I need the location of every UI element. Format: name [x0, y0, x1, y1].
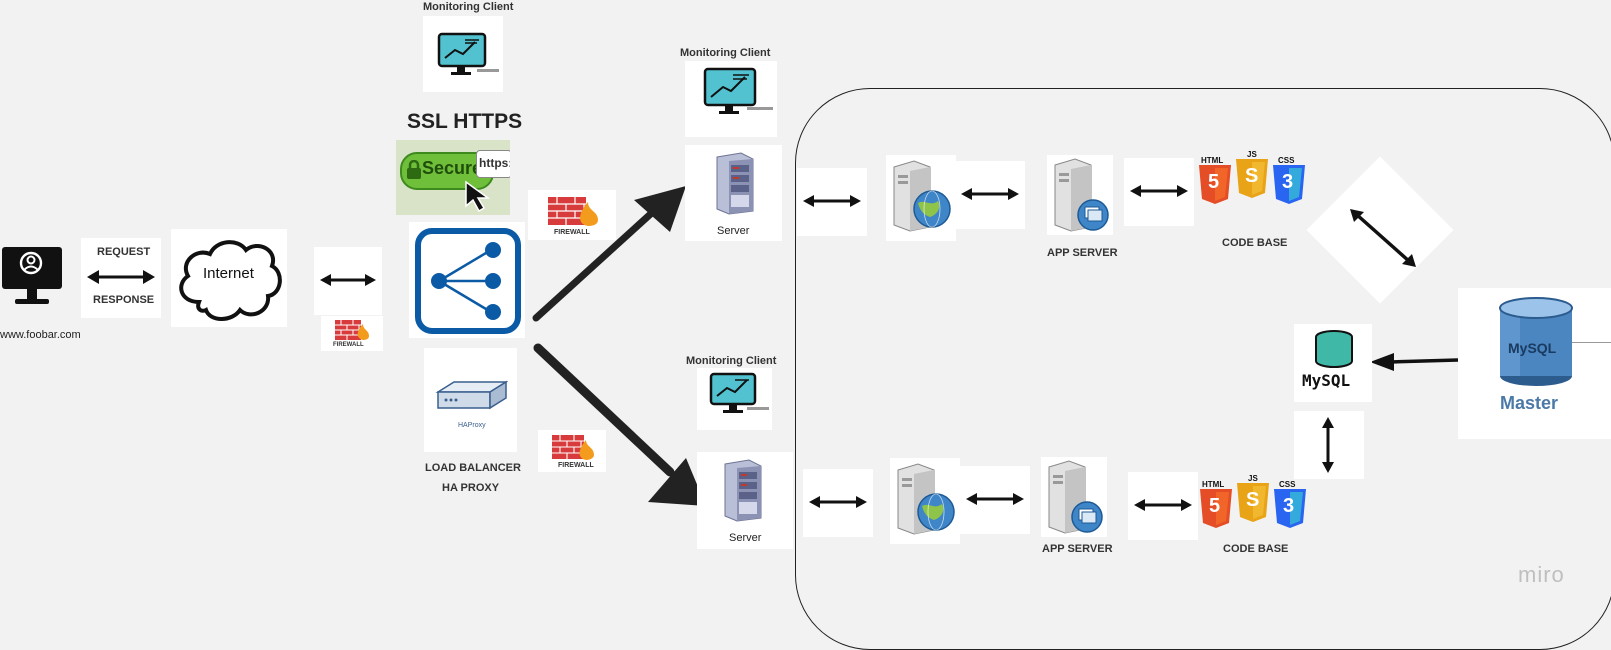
load-balancer-label: LOAD BALANCER: [425, 462, 521, 474]
web-server-globe-icon: [890, 159, 954, 233]
server-label: Server: [729, 532, 762, 544]
lock-icon: [406, 160, 422, 180]
master-logo-text: MySQL: [1508, 340, 1557, 356]
app-server-label: APP SERVER: [1042, 543, 1113, 555]
haproxy-device-icon: [434, 378, 508, 414]
master-label: Master: [1500, 393, 1559, 413]
bidirectional-arrow-icon: [1130, 184, 1188, 198]
connector-card: [803, 469, 873, 537]
connector-card: [314, 247, 382, 315]
code-base-label: CODE BASE: [1223, 543, 1289, 555]
connector-card: [960, 466, 1030, 534]
secure-text: Secure: [422, 158, 483, 178]
monitoring-client-card: [697, 368, 772, 430]
cloud-icon: [174, 232, 284, 324]
load-balancer-share-icon: [415, 228, 521, 334]
bidirectional-arrow-icon: [809, 495, 867, 509]
monitor-chart-icon: [709, 372, 769, 420]
bidirectional-arrow-icon: [1134, 498, 1192, 512]
server-label: Server: [717, 225, 750, 237]
bidirectional-arrow-icon: [966, 492, 1024, 506]
app-server-icon: [1045, 459, 1105, 535]
lb-to-server-2-arrow: [530, 340, 710, 510]
firewall-label: FIREWALL: [558, 462, 594, 469]
client-url: www.foobar.com: [0, 329, 81, 341]
bidirectional-arrow-icon: [320, 273, 376, 287]
connector-card: [1124, 158, 1194, 226]
load-balancer-card: [409, 222, 525, 338]
mysql-database-icon: MySQL: [1496, 296, 1576, 388]
app-server-card-1: [1047, 155, 1113, 235]
monitoring-client-label: Monitoring Client: [423, 1, 514, 13]
server-rack-icon: [713, 151, 757, 215]
firewall-label: FIREWALL: [554, 229, 590, 236]
monitoring-client-card: [685, 61, 777, 137]
web-server-card-1: [886, 155, 956, 241]
web-server-globe-icon: [894, 462, 958, 536]
vertical-bidirectional-arrow-icon: [1321, 417, 1335, 473]
internet-card: Internet: [171, 229, 287, 327]
bidirectional-arrow-icon: [803, 194, 861, 208]
firewall-card-2: FIREWALL: [528, 190, 616, 240]
monitoring-client-label: Monitoring Client: [686, 355, 777, 367]
server-card-1: Server: [685, 145, 782, 241]
haproxy-card: HAProxy: [424, 348, 517, 452]
internet-label: Internet: [203, 265, 254, 282]
bidirectional-arrow-icon: [87, 269, 155, 285]
firewall-card-1: FIREWALL: [321, 316, 383, 351]
server-rack-icon: [721, 458, 765, 522]
connector-card: [955, 161, 1025, 229]
request-response-card: REQUEST RESPONSE: [81, 238, 161, 318]
connector-card: [797, 168, 867, 236]
monitor-chart-icon: [437, 32, 499, 82]
database-stack-icon: [1314, 330, 1354, 370]
firewall-icon: [335, 318, 371, 342]
secure-https-image: Secure https://: [396, 140, 510, 215]
diagonal-bidirectional-arrow-icon: [1348, 208, 1418, 268]
app-server-icon: [1051, 157, 1111, 233]
code-base-label: CODE BASE: [1222, 237, 1288, 249]
ha-proxy-label: HA PROXY: [442, 482, 500, 494]
firewall-icon: [548, 194, 600, 228]
firewall-card-3: FIREWALL: [538, 430, 606, 472]
response-label: RESPONSE: [93, 294, 155, 306]
lb-to-server-1-arrow: [530, 180, 690, 325]
user-computer-icon: [0, 245, 64, 311]
app-server-label: APP SERVER: [1047, 247, 1118, 259]
cursor-icon: [464, 180, 494, 212]
bidirectional-arrow-icon: [961, 187, 1019, 201]
monitor-chart-icon: [703, 67, 775, 123]
monitoring-client-label: Monitoring Client: [680, 47, 771, 59]
firewall-icon: [552, 433, 596, 461]
master-connector-line: [1572, 342, 1611, 343]
url-bar: https://: [476, 150, 510, 178]
haproxy-device-label: HAProxy: [458, 422, 486, 429]
web-server-card-2: [890, 458, 960, 544]
miro-watermark: miro: [1518, 562, 1565, 587]
https-text: https://: [479, 156, 510, 170]
monitoring-client-card: [423, 16, 503, 92]
connector-card: [1294, 411, 1364, 479]
mysql-label: MySQL: [1302, 371, 1351, 390]
server-card-2: Server: [697, 452, 793, 549]
connector-card: [1128, 472, 1198, 540]
firewall-label: FIREWALL: [333, 342, 364, 348]
request-label: REQUEST: [97, 246, 151, 258]
master-to-mysql-arrow: [1370, 351, 1460, 373]
app-server-card-2: [1041, 457, 1107, 537]
mysql-card: MySQL: [1294, 324, 1372, 402]
ssl-https-title: SSL HTTPS: [407, 110, 523, 133]
master-db-card: MySQL Master: [1458, 288, 1611, 439]
